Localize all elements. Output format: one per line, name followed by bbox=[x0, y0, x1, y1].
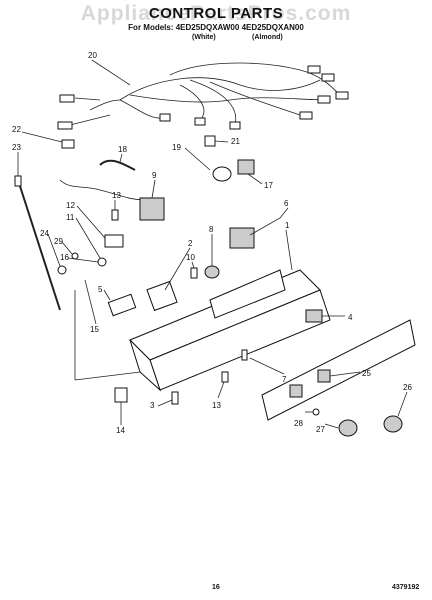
callout-24: 24 bbox=[40, 229, 49, 238]
callout-11: 11 bbox=[66, 213, 75, 222]
screw-part-10 bbox=[190, 267, 198, 279]
nut-part bbox=[71, 252, 79, 260]
callout-10: 10 bbox=[186, 253, 195, 262]
callout-18: 18 bbox=[118, 145, 127, 154]
control-housing bbox=[129, 269, 331, 392]
callout-14: 14 bbox=[116, 426, 125, 435]
wire-clip-part bbox=[61, 139, 75, 149]
callout-20: 20 bbox=[88, 51, 97, 60]
callout-26: 26 bbox=[403, 383, 412, 392]
light-bulb-part bbox=[212, 166, 232, 182]
color-label-1: (White) bbox=[192, 34, 216, 41]
model-number-2: 4ED25DQXAN00 bbox=[241, 23, 304, 32]
callout-25: 25 bbox=[362, 369, 371, 378]
page-title: CONTROL PARTS bbox=[148, 5, 284, 22]
rod-end-part bbox=[14, 175, 22, 187]
callout-2: 2 bbox=[188, 239, 193, 248]
callout-13-bottom: 13 bbox=[212, 401, 221, 410]
screw-part-13 bbox=[221, 371, 229, 383]
mount-plate-part bbox=[107, 293, 137, 317]
callout-27: 27 bbox=[316, 425, 325, 434]
callout-23: 23 bbox=[12, 143, 21, 152]
callout-8: 8 bbox=[209, 225, 214, 234]
callout-labels: 20 22 23 21 19 18 17 9 13 12 11 6 1 8 2 … bbox=[12, 51, 412, 435]
callout-9: 9 bbox=[152, 171, 157, 180]
thermostat-part bbox=[139, 197, 165, 221]
callout-13-top: 13 bbox=[112, 191, 121, 200]
callout-4: 4 bbox=[348, 313, 353, 322]
models-prefix: For Models: bbox=[128, 23, 176, 32]
light-socket-part bbox=[237, 159, 255, 175]
screw-part-3 bbox=[171, 391, 179, 405]
callout-6: 6 bbox=[284, 199, 289, 208]
callout-21: 21 bbox=[231, 137, 240, 146]
control-knob bbox=[383, 415, 403, 433]
part-number: 4379192 bbox=[392, 584, 420, 591]
color-label-2: (Almond) bbox=[252, 34, 283, 41]
callout-3: 3 bbox=[150, 401, 155, 410]
screw-part-7 bbox=[241, 349, 248, 361]
bracket-part-14 bbox=[114, 387, 128, 403]
model-number-1: 4ED25DQXAW00 bbox=[175, 23, 240, 32]
rod-part bbox=[17, 179, 61, 311]
page-number: 16 bbox=[212, 584, 220, 591]
callout-7: 7 bbox=[282, 375, 287, 384]
control-knob-2 bbox=[338, 419, 358, 437]
callout-15: 15 bbox=[90, 325, 99, 334]
callout-22: 22 bbox=[12, 125, 21, 134]
screw-part bbox=[111, 209, 119, 221]
clip-part bbox=[204, 135, 216, 147]
wire-harness bbox=[57, 62, 349, 130]
callout-19: 19 bbox=[172, 143, 181, 152]
knob-part bbox=[204, 265, 220, 279]
callout-5: 5 bbox=[98, 285, 103, 294]
capillary-tube-part bbox=[59, 179, 146, 201]
ring-part bbox=[312, 408, 320, 416]
bracket-part bbox=[104, 234, 124, 248]
plate-part bbox=[146, 280, 178, 312]
callout-29: 29 bbox=[54, 237, 63, 246]
callout-1: 1 bbox=[285, 221, 290, 230]
leader-lines bbox=[17, 59, 408, 429]
callout-16: 16 bbox=[60, 253, 69, 262]
damper-control-part bbox=[229, 227, 255, 249]
panel-light-window-2 bbox=[317, 369, 331, 383]
panel-light-window bbox=[289, 384, 303, 398]
callout-17: 17 bbox=[264, 181, 273, 190]
tube-part bbox=[99, 159, 136, 171]
control-panel bbox=[261, 319, 416, 421]
callout-12: 12 bbox=[66, 201, 75, 210]
washer-part bbox=[57, 265, 67, 275]
models-line: For Models: 4ED25DQXAW00 4ED25DQXAN00 bbox=[0, 24, 432, 32]
switch-part bbox=[305, 309, 323, 323]
callout-28: 28 bbox=[294, 419, 303, 428]
clip-part-16 bbox=[97, 257, 107, 267]
